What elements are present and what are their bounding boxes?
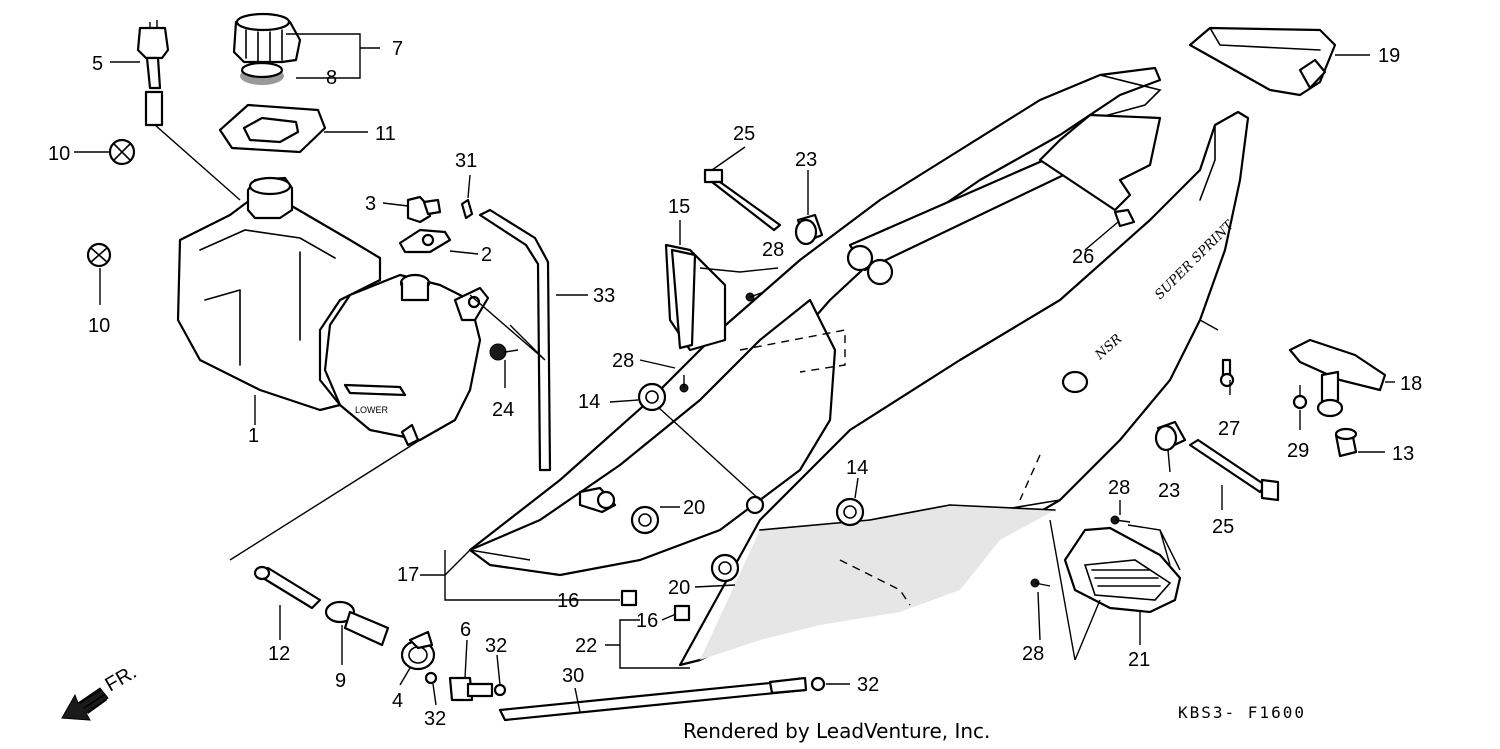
callout-23a: 23 <box>795 149 817 171</box>
callout-14a: 14 <box>578 391 600 413</box>
callout-1: 1 <box>248 425 259 447</box>
callout-11: 11 <box>375 123 396 145</box>
callout-28b: 28 <box>612 350 634 372</box>
callout-28c: 28 <box>1108 477 1130 499</box>
callout-32c: 32 <box>857 674 879 696</box>
callout-7: 7 <box>392 38 403 60</box>
leader-lines <box>74 33 1395 713</box>
credit-text: Rendered by LeadVenture, Inc. <box>683 719 990 743</box>
callout-24: 24 <box>492 399 514 421</box>
callout-22: 22 <box>575 635 597 657</box>
callout-19: 19 <box>1378 45 1400 67</box>
callout-32b: 32 <box>424 708 446 730</box>
callouts: 5 7 8 11 10 31 3 2 33 10 1 24 25 23 15 2… <box>48 38 1422 730</box>
callout-28a: 28 <box>762 239 784 261</box>
tank-label: LOWER <box>355 405 389 415</box>
callout-20a: 20 <box>683 497 705 519</box>
callout-25a: 25 <box>733 123 755 145</box>
callout-16a: 16 <box>557 590 579 612</box>
callout-10b: 10 <box>88 315 110 337</box>
callout-20b: 20 <box>668 577 690 599</box>
callout-14b: 14 <box>846 457 868 479</box>
callout-26: 26 <box>1072 246 1094 268</box>
callout-31: 31 <box>455 150 477 172</box>
callout-30: 30 <box>562 665 584 687</box>
callout-29: 29 <box>1287 440 1309 462</box>
callout-32a: 32 <box>485 635 507 657</box>
callout-9: 9 <box>335 670 346 692</box>
rear-cowl-assembly: NSR SUPER SPRINT <box>468 66 1250 667</box>
callout-27: 27 <box>1218 418 1240 440</box>
small-parts <box>86 12 1387 722</box>
direction-label: FR. <box>102 661 141 696</box>
callout-6: 6 <box>460 619 471 641</box>
callout-28d: 28 <box>1022 643 1044 665</box>
callout-12: 12 <box>268 643 290 665</box>
diagram-code: KBS3- F1600 <box>1178 703 1306 722</box>
forward-arrow-icon: FR. <box>61 661 141 721</box>
callout-2: 2 <box>481 244 492 266</box>
callout-16b: 16 <box>636 610 658 632</box>
callout-13: 13 <box>1392 443 1414 465</box>
callout-33: 33 <box>593 285 615 307</box>
callout-15: 15 <box>668 196 690 218</box>
callout-21: 21 <box>1128 649 1150 671</box>
callout-3: 3 <box>365 193 376 215</box>
callout-5: 5 <box>92 53 103 75</box>
callout-18: 18 <box>1400 373 1422 395</box>
fuel-tank: LOWER <box>176 176 490 447</box>
callout-10a: 10 <box>48 143 70 165</box>
callout-8: 8 <box>326 67 337 89</box>
callout-4: 4 <box>392 690 403 712</box>
callout-25b: 25 <box>1212 516 1234 538</box>
callout-17: 17 <box>397 564 419 586</box>
callout-23b: 23 <box>1158 480 1180 502</box>
